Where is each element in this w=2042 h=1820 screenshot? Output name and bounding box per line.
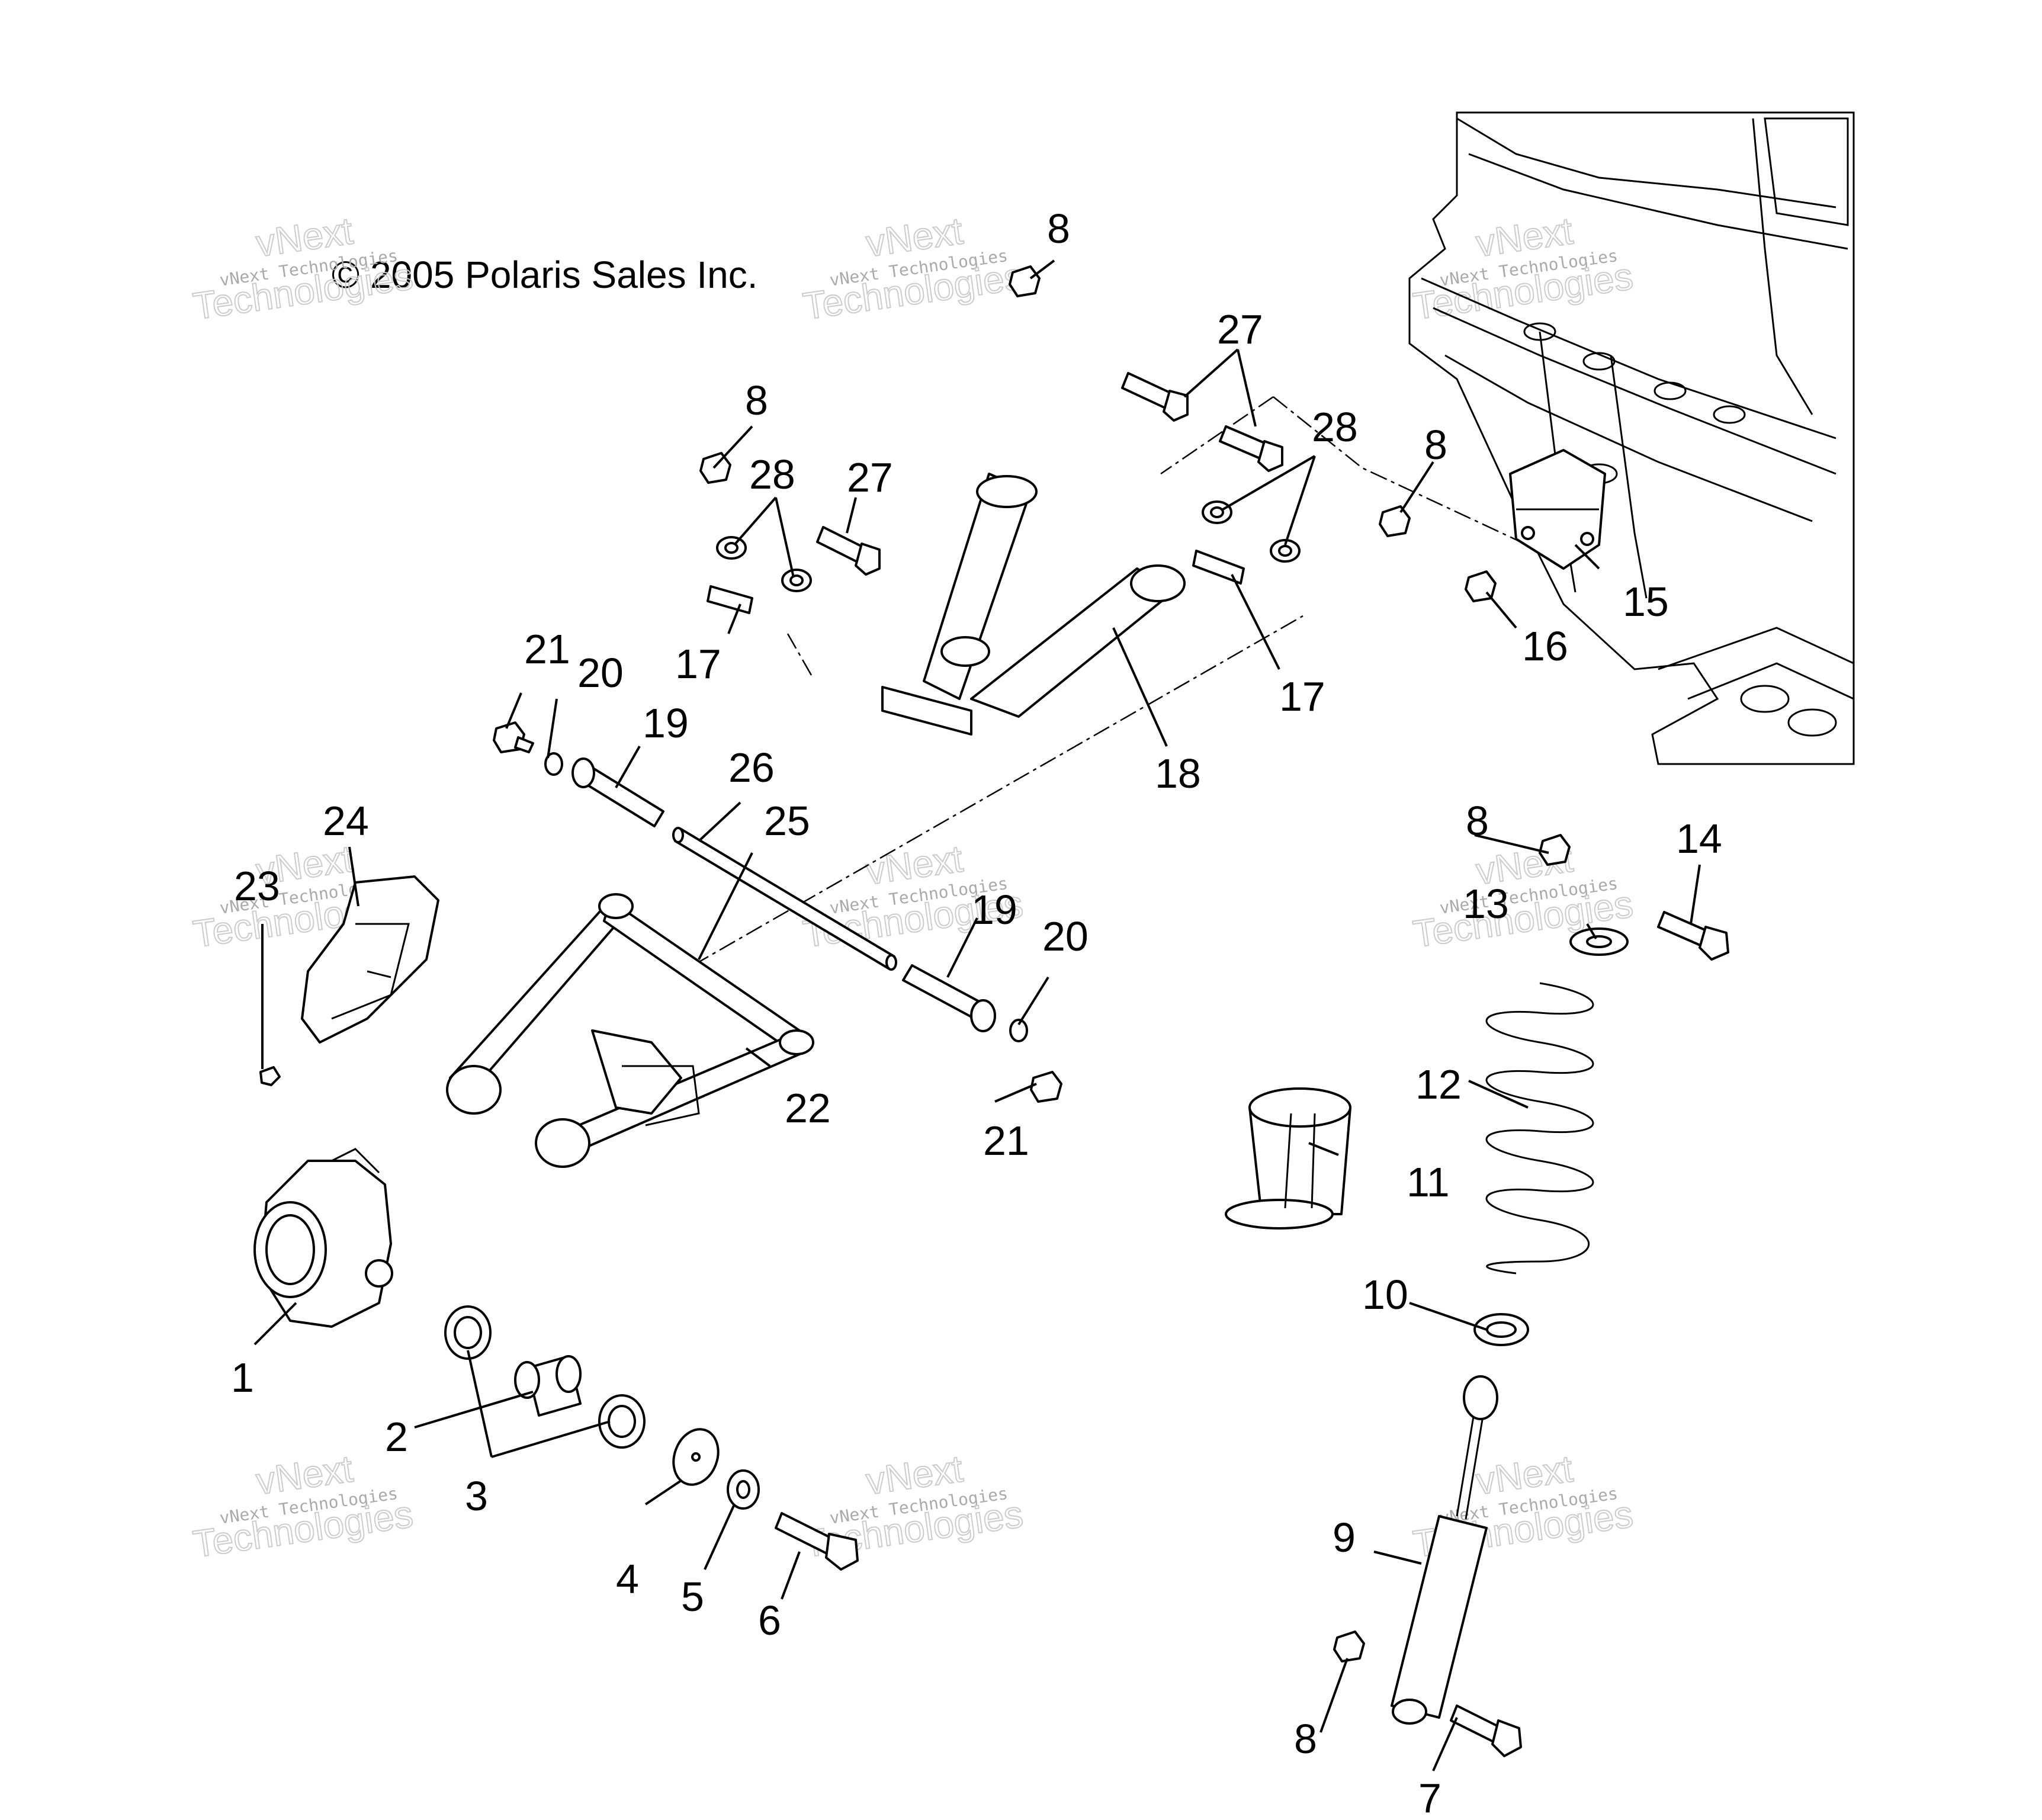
bolt[interactable] <box>1030 1071 1062 1103</box>
callout-9: 9 <box>1333 1514 1356 1561</box>
callouts: 1 2 3 4 5 6 7 8 8 8 8 8 9 10 11 12 13 14… <box>231 206 1722 1820</box>
watermark: vNext vNext Technologies Technologies <box>1410 208 1636 328</box>
callout-20: 20 <box>577 650 624 696</box>
bolt[interactable] <box>1450 1705 1522 1757</box>
callout-28: 28 <box>749 451 795 497</box>
bolt[interactable] <box>816 526 881 576</box>
bolt[interactable] <box>1657 911 1729 961</box>
watermark: vNext vNext Technologies Technologies <box>190 208 416 328</box>
bolt[interactable] <box>775 1512 859 1571</box>
callout-28: 28 <box>1312 404 1358 450</box>
bolt[interactable] <box>1121 372 1189 422</box>
spacer[interactable] <box>514 1355 582 1417</box>
washer[interactable] <box>544 752 563 776</box>
callout-8: 8 <box>745 377 768 423</box>
callout-24: 24 <box>323 798 369 844</box>
callout-22: 22 <box>785 1085 831 1131</box>
callout-8: 8 <box>1294 1716 1317 1762</box>
callout-21: 21 <box>524 626 570 672</box>
callout-10: 10 <box>1362 1272 1408 1318</box>
vehicle-frame <box>1408 111 1855 765</box>
watermark: vNext vNext Technologies Technologies <box>800 208 1026 328</box>
callout-6: 6 <box>758 1597 781 1644</box>
callout-19: 19 <box>643 700 689 746</box>
pivot-bolt[interactable] <box>902 964 996 1032</box>
callout-12: 12 <box>1415 1061 1462 1108</box>
shock-boot[interactable] <box>1225 1087 1351 1230</box>
callout-26: 26 <box>728 744 775 791</box>
shock-mount-bracket[interactable] <box>1509 449 1606 570</box>
callout-8: 8 <box>1466 798 1489 844</box>
bolt[interactable] <box>1219 425 1283 472</box>
washer[interactable] <box>1009 1019 1028 1042</box>
nut[interactable] <box>1333 1630 1365 1662</box>
bushing[interactable] <box>1270 539 1301 563</box>
callout-20: 20 <box>1042 913 1089 959</box>
bearing-carrier[interactable] <box>253 1148 393 1328</box>
callout-8: 8 <box>1424 422 1447 468</box>
callout-27: 27 <box>1217 306 1263 352</box>
nut[interactable] <box>1539 834 1571 866</box>
callout-25: 25 <box>764 798 810 844</box>
bushing[interactable] <box>781 569 812 592</box>
callout-16: 16 <box>1522 623 1568 669</box>
callout-27: 27 <box>847 454 893 500</box>
lower-a-arm[interactable] <box>446 893 814 1168</box>
copyright-text: © 2005 Polaris Sales Inc. <box>332 253 758 296</box>
washer-small[interactable] <box>727 1469 760 1510</box>
screw[interactable] <box>259 1066 281 1086</box>
callout-8: 8 <box>1047 206 1070 252</box>
coil-spring[interactable] <box>1485 982 1594 1275</box>
nut[interactable] <box>1009 265 1041 297</box>
callout-1: 1 <box>231 1354 254 1401</box>
callout-21: 21 <box>983 1118 1029 1164</box>
callout-2: 2 <box>385 1414 408 1460</box>
pivot-shaft[interactable] <box>672 827 897 971</box>
callout-3: 3 <box>465 1473 488 1519</box>
bushing[interactable] <box>598 1394 646 1449</box>
nut[interactable] <box>1379 505 1411 537</box>
washer-large[interactable] <box>666 1423 725 1491</box>
bushing[interactable] <box>716 536 747 560</box>
callout-19: 19 <box>971 887 1017 933</box>
callout-7: 7 <box>1418 1775 1441 1820</box>
callout-11: 11 <box>1407 1159 1450 1205</box>
washer[interactable] <box>1569 927 1629 956</box>
leader-lines <box>253 259 1701 1771</box>
callout-13: 13 <box>1463 881 1509 927</box>
upper-a-arm[interactable] <box>881 473 1186 736</box>
callout-17: 17 <box>675 641 721 687</box>
callout-23: 23 <box>234 863 280 909</box>
callout-5: 5 <box>681 1574 704 1620</box>
pivot-tube[interactable] <box>1192 550 1245 585</box>
callout-14: 14 <box>1676 816 1722 862</box>
bolt[interactable] <box>493 721 534 753</box>
pivot-bolt[interactable] <box>571 757 664 827</box>
callout-17: 17 <box>1279 673 1325 720</box>
bushing[interactable] <box>444 1305 492 1360</box>
shock-absorber[interactable] <box>1391 1375 1498 1725</box>
callout-4: 4 <box>616 1556 639 1602</box>
a-arm-guard[interactable] <box>301 875 439 1044</box>
spring-retainer[interactable] <box>1473 1313 1529 1346</box>
nut[interactable] <box>699 452 731 484</box>
watermark: vNext vNext Technologies Technologies <box>190 1446 416 1566</box>
pivot-tube[interactable] <box>707 585 753 614</box>
callout-18: 18 <box>1155 750 1201 797</box>
bushing[interactable] <box>1202 500 1232 524</box>
callout-15: 15 <box>1623 579 1669 625</box>
